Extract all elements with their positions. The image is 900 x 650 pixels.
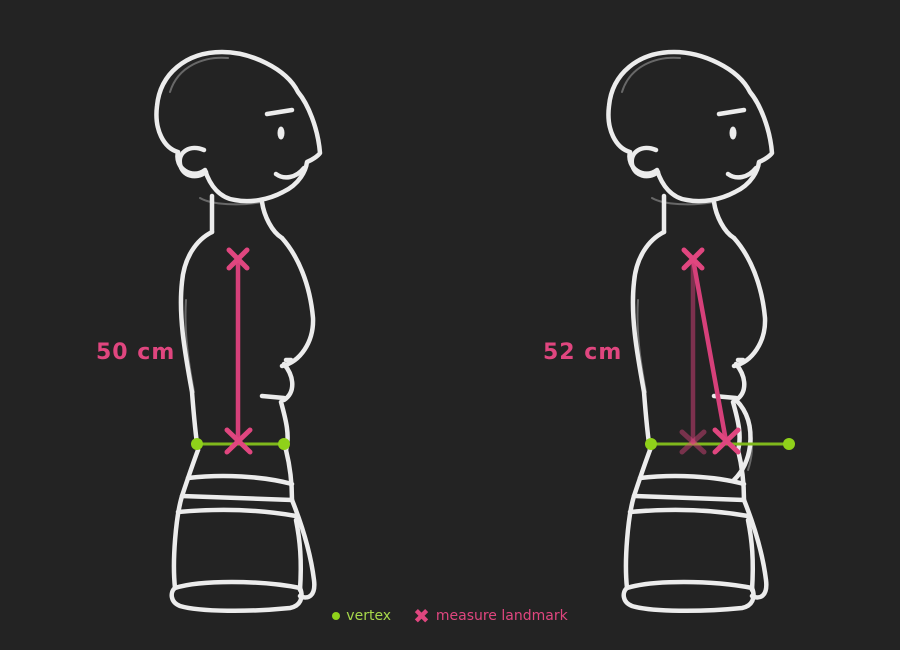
legend-landmark-label: measure landmark [435,608,568,624]
legend: vertex ✖ measure landmark [0,604,900,628]
right-vertex-front [783,438,795,450]
left-landmark-bottom [224,427,253,455]
left-body-figure [156,52,320,611]
left-vertex-front [278,438,290,450]
right-measure-line [690,256,729,444]
left-landmark-top [226,247,250,271]
right-body-figure [608,52,795,611]
left-vertex-back [191,438,203,450]
legend-landmark: ✖ measure landmark [413,606,568,626]
right-landmark-ghost [679,429,707,455]
left-measure-label: 50 cm [96,340,176,365]
legend-vertex: vertex [332,608,391,624]
right-landmark-top [681,247,705,271]
right-vertex-back [645,438,657,450]
legend-vertex-label: vertex [346,608,392,624]
green-dot-icon [332,612,341,620]
pink-cross-icon: ✖ [413,604,430,628]
right-measure-label: 52 cm [543,340,623,365]
right-landmark-bottom [712,427,741,455]
